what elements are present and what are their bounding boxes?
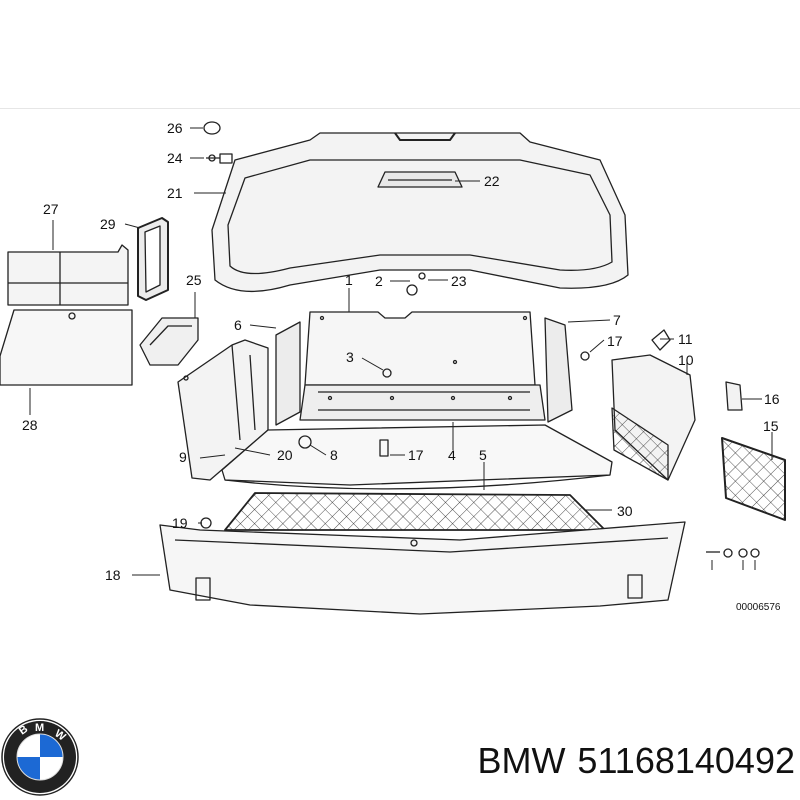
callout-21: 21 [167, 185, 183, 201]
callout-25: 25 [186, 272, 202, 288]
callout-6: 6 [234, 317, 242, 333]
back-panel-1 [304, 311, 536, 386]
callout-27: 27 [43, 201, 59, 217]
callout-16: 16 [764, 391, 780, 407]
hook-16 [725, 381, 743, 411]
callout-18: 18 [105, 567, 121, 583]
callout-17-center: 17 [408, 447, 424, 463]
diagram-reference-number: 00006576 [736, 602, 781, 613]
svg-text:M: M [35, 722, 44, 734]
side-net-15 [721, 437, 786, 521]
callout-29: 29 [100, 216, 116, 232]
fasteners [200, 272, 760, 558]
callout-19: 19 [172, 515, 188, 531]
callout-30: 30 [617, 503, 633, 519]
callout-1: 1 [345, 272, 353, 288]
callout-5: 5 [479, 447, 487, 463]
callout-9: 9 [179, 449, 187, 465]
part-number: 51168140492 [577, 740, 795, 781]
bumper-trim-18 [159, 521, 686, 615]
callout-17-right: 17 [607, 333, 623, 349]
left-trim-6 [275, 321, 301, 426]
clip-26 [203, 121, 221, 135]
frame-29 [137, 217, 169, 301]
callout-24: 24 [167, 150, 183, 166]
trunk-lid-lining [211, 132, 629, 293]
leader-lines [29, 127, 773, 576]
floor-mat-28 [0, 309, 133, 386]
callout-8: 8 [330, 447, 338, 463]
cargo-net-30 [224, 492, 606, 531]
callout-23: 23 [451, 273, 467, 289]
floor-panel-4 [299, 384, 546, 421]
callout-26: 26 [167, 120, 183, 136]
left-trim-9 [177, 339, 269, 481]
callout-11: 11 [678, 331, 693, 347]
callout-2: 2 [375, 273, 383, 289]
callout-10: 10 [678, 352, 694, 368]
callout-7: 7 [613, 312, 621, 328]
screw-24 [206, 153, 233, 164]
tray-25 [139, 317, 199, 366]
callout-3: 3 [346, 349, 354, 365]
brand-name: BMW [477, 740, 566, 781]
callout-15: 15 [763, 418, 779, 434]
callout-4: 4 [448, 447, 456, 463]
bmw-logo: B M W [1, 718, 79, 796]
top-divider [0, 108, 800, 109]
net-10 [611, 407, 669, 481]
trunk-mat-5 [221, 424, 613, 490]
right-trim-7 [544, 317, 573, 423]
callout-28: 28 [22, 417, 38, 433]
side-panel-27 [7, 244, 129, 306]
callout-22: 22 [484, 173, 500, 189]
callout-20: 20 [277, 447, 293, 463]
product-caption: BMW 51168140492 [410, 740, 795, 782]
